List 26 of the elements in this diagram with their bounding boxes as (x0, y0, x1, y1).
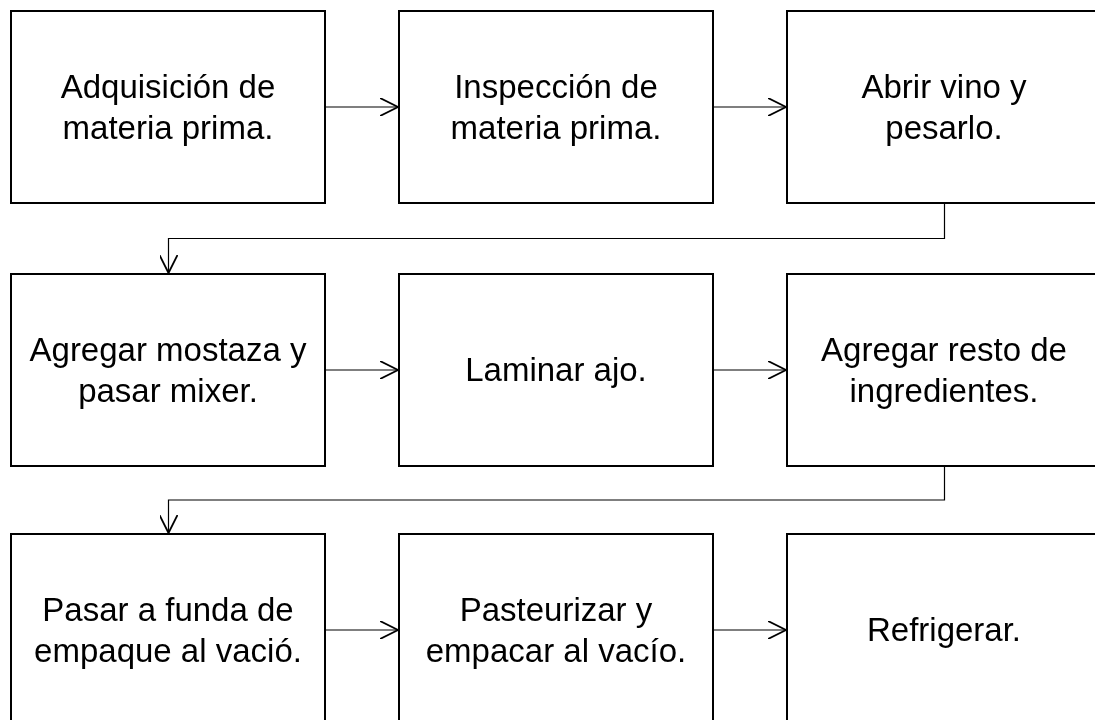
arrow (158, 466, 946, 534)
process-box (786, 273, 1095, 467)
arrow (325, 97, 399, 117)
step-text: Abrir vino y pesarlo. (860, 66, 1028, 148)
step-text: Agregar mostaza y pasar mixer. (28, 329, 308, 411)
process-box (10, 10, 326, 204)
step-text: Refrigerar. (866, 610, 1022, 651)
step-text: Pasteurizar y empacar al vacío. (424, 589, 688, 671)
process-box (398, 533, 714, 720)
process-box (786, 10, 1095, 204)
arrow (325, 620, 399, 640)
arrow (158, 203, 946, 274)
arrow (713, 97, 787, 117)
arrow (713, 620, 787, 640)
arrow (325, 360, 399, 380)
process-box (10, 273, 326, 467)
process-box (786, 533, 1095, 720)
process-box (10, 533, 326, 720)
arrow (713, 360, 787, 380)
step-text: Inspección de materia prima. (449, 66, 663, 148)
process-box (398, 273, 714, 467)
step-text: Adquisición de materia prima. (59, 66, 277, 148)
step-text: Agregar resto de ingredientes. (820, 329, 1068, 411)
step-text: Pasar a funda de empaque al vació. (33, 589, 303, 671)
step-text: Laminar ajo. (465, 350, 647, 391)
process-box (398, 10, 714, 204)
